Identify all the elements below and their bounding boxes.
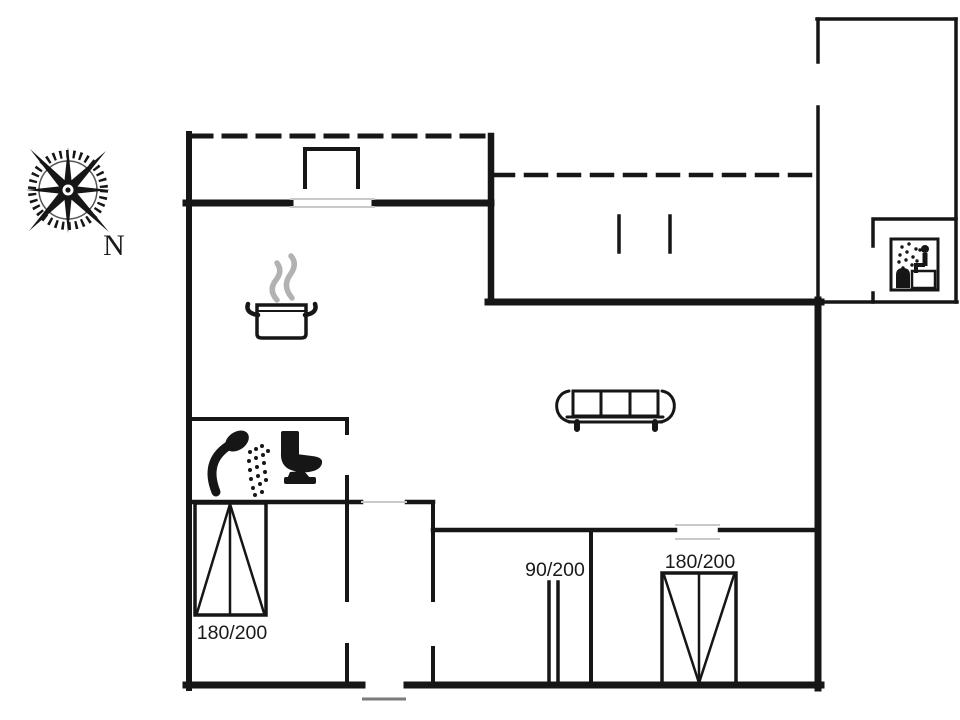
sauna-person-legs	[914, 263, 925, 273]
compass-north-label: N	[103, 229, 125, 262]
wardrobe-left-icon	[193, 501, 268, 617]
shower-icon	[207, 430, 270, 497]
toilet-cistern	[281, 431, 299, 458]
sauna-bench	[910, 269, 937, 290]
sauna-person-head	[921, 245, 929, 253]
sliding-door-size-label: 90/200	[525, 559, 585, 581]
wardrobe-right-icon	[660, 571, 738, 687]
sauna-partition-walls	[871, 217, 958, 304]
pot-handle-right	[302, 301, 318, 318]
toilet-icon	[280, 431, 323, 484]
steam-wisp-left	[269, 260, 283, 303]
cooking-pot-icon	[245, 253, 318, 340]
compass-rose-icon: N	[26, 147, 125, 262]
shower-head	[225, 430, 249, 452]
shower-spray-dots	[247, 444, 270, 497]
wardrobe-right-diagonals	[662, 573, 736, 685]
sofa-icon	[555, 389, 676, 432]
wardrobe-right-size-label: 180/200	[665, 551, 736, 573]
chimney-outline	[303, 147, 360, 189]
interior-opening-lines	[675, 524, 720, 540]
sauna-icon	[889, 237, 940, 292]
wardrobe-left-outline	[193, 501, 268, 617]
sofa-cushions	[571, 389, 660, 418]
toilet-bowl	[280, 452, 323, 473]
toilet-base	[284, 477, 316, 484]
sliding-door-90	[547, 580, 560, 686]
sofa-feet	[574, 419, 658, 432]
pot-body	[245, 301, 318, 340]
pot-outline	[255, 303, 308, 340]
shower-arm	[207, 441, 233, 497]
compass-hub-dot	[65, 187, 71, 193]
walls	[182, 17, 959, 692]
wardrobe-right-outline	[660, 571, 738, 687]
steam-wisp-right	[283, 253, 297, 301]
wardrobe-left-size-label: 180/200	[197, 622, 268, 644]
sauna-steam-dots	[897, 242, 922, 270]
window-markers	[290, 198, 720, 540]
wardrobe-left-diagonals	[195, 502, 266, 615]
north-window-lines	[290, 198, 375, 208]
terrace-posts	[617, 214, 672, 254]
pot-handle-left	[245, 301, 261, 318]
sauna-stove	[896, 268, 910, 288]
steam-wisps	[269, 253, 297, 303]
